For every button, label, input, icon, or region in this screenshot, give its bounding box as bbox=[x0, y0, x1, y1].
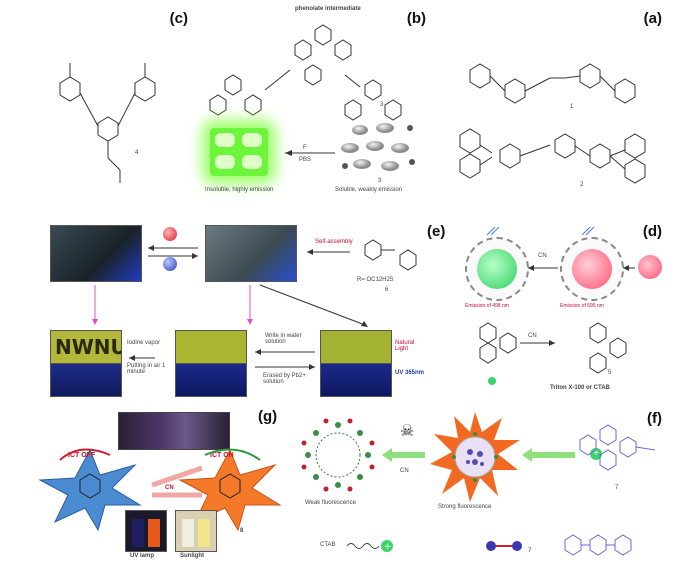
compound-6-number: 6 bbox=[385, 287, 389, 293]
cn-reaction-arrows bbox=[151, 465, 203, 498]
red-cluster bbox=[638, 255, 662, 279]
film-middle-uv bbox=[175, 363, 247, 397]
emission-498-label: Emission of 498 nm bbox=[465, 303, 509, 309]
reaction-arrow-f bbox=[285, 150, 335, 156]
nwnu-film-natural: NWNU bbox=[50, 330, 122, 365]
panel-c: (c) 4 bbox=[40, 0, 190, 200]
red-sphere-reagent bbox=[163, 227, 177, 241]
write-water-label: Write in water solution bbox=[265, 333, 302, 345]
self-assembly-arrow bbox=[307, 249, 350, 255]
natural-light-label: Natural Light bbox=[395, 340, 415, 352]
sem-image-left bbox=[50, 225, 142, 282]
panel-g-label: (g) bbox=[258, 408, 278, 425]
skull-icon: ☠ bbox=[400, 423, 415, 440]
weak-fluorescence-label: Weak fluorescence bbox=[305, 500, 356, 506]
exchange-arrows bbox=[148, 245, 198, 259]
compound-4-number: 4 bbox=[135, 150, 139, 156]
compound-1-number: 1 bbox=[570, 104, 574, 110]
arrow-to-nwnu bbox=[129, 355, 155, 361]
blue-star-ict-off bbox=[38, 448, 142, 532]
write-erase-arrows bbox=[255, 349, 315, 370]
panel-d-label: (d) bbox=[642, 223, 662, 240]
cuvette-sunlight bbox=[175, 510, 217, 552]
compound-7-small-structure bbox=[564, 534, 632, 556]
uv-light-rays bbox=[486, 226, 595, 236]
ctab-plus-icon: + bbox=[590, 448, 602, 460]
erased-label: Erased by Pb2+ solution bbox=[263, 373, 306, 385]
micelle-green bbox=[465, 237, 529, 301]
uv-lamp-label: UV lamp bbox=[130, 553, 155, 559]
compound-8-number: 8 bbox=[240, 528, 244, 534]
ict-on-label: ICT ON bbox=[210, 452, 234, 459]
compound-5-structure bbox=[479, 322, 627, 374]
blue-sphere-reagent bbox=[163, 257, 177, 271]
nwnu-letters: NWNU bbox=[55, 335, 122, 359]
compound-7-legend-icon bbox=[486, 541, 522, 551]
film-right-natural bbox=[320, 330, 392, 365]
tpe-molecules-diagram bbox=[209, 24, 402, 121]
ctab-label: CTAB bbox=[320, 542, 336, 548]
panel-b-label: (b) bbox=[406, 10, 426, 27]
compound-2-number: 2 bbox=[580, 182, 584, 188]
cn-label-g: CN bbox=[165, 485, 174, 491]
caption-insoluble: Insoluble, highly emission bbox=[205, 187, 274, 193]
panel-c-label: (c) bbox=[169, 10, 188, 27]
compound-7-structure bbox=[579, 424, 656, 471]
uv-365-label: UV 365nm bbox=[395, 370, 425, 376]
compound-5-number: 5 bbox=[608, 370, 612, 376]
arrow-pbs-label: PBS bbox=[299, 157, 312, 163]
soluble-particles bbox=[341, 123, 415, 171]
compound-1-structure bbox=[469, 63, 636, 104]
film-middle-natural bbox=[175, 330, 247, 365]
pink-arrows bbox=[92, 284, 368, 327]
panel-e-label: (e) bbox=[427, 223, 446, 240]
green-emission-aggregate bbox=[210, 128, 268, 176]
compound-3-number-bottom: 3 bbox=[378, 178, 382, 184]
iodine-vapor-label: Iodine vapor bbox=[127, 340, 161, 346]
phenolate-intermediate-label: phenolate intermediate bbox=[295, 6, 361, 12]
panel-b: (b) phenolate intermediate 3 F PBS bbox=[195, 0, 430, 200]
nwnu-film-uv bbox=[50, 363, 122, 397]
self-assembly-label: Self-assembly bbox=[315, 239, 353, 245]
emission-595-label: Emission of 595 nm bbox=[560, 303, 604, 309]
green-arrow-left bbox=[382, 448, 425, 462]
micelle-red bbox=[560, 237, 624, 301]
panel-f: (f) Weak fluorescence CN ☠ Strong fluore… bbox=[290, 400, 676, 569]
compound-6-structure bbox=[364, 239, 417, 271]
svg-text:+: + bbox=[384, 542, 392, 552]
cn-label-f: CN bbox=[400, 468, 409, 474]
ctab-legend-icon: + bbox=[346, 540, 393, 552]
panel-d: (d) CN Emission of 498 nm Emission of 59… bbox=[450, 215, 676, 400]
compound-3-number-top: 3 bbox=[380, 102, 384, 108]
ict-off-label: ICT OFF bbox=[68, 452, 96, 459]
strong-fluorescence-label: Strong fluorescence bbox=[438, 504, 492, 510]
panel-f-label: (f) bbox=[647, 410, 662, 427]
compound-7-number-top: 7 bbox=[615, 485, 619, 491]
compound-7-number-bottom: 7 bbox=[528, 548, 532, 554]
reagent-label: Triton X-100 or CTAB bbox=[550, 385, 610, 391]
cn-arrow-label-2: CN bbox=[528, 333, 537, 339]
micelle-arrows bbox=[528, 265, 635, 271]
panel-a-label: (a) bbox=[643, 10, 662, 27]
arrow-cn-label: CN bbox=[538, 253, 547, 259]
strong-fluorescence-burst bbox=[430, 412, 520, 502]
compound-2-structure bbox=[459, 128, 646, 184]
vial-photo bbox=[118, 412, 230, 450]
film-right-uv bbox=[320, 363, 392, 397]
green-dot-product bbox=[488, 377, 496, 385]
cuvette-uv bbox=[125, 510, 167, 552]
caption-soluble: Soluble, weakly emission bbox=[335, 187, 403, 193]
weak-fluorescence-micelle bbox=[301, 418, 375, 492]
arrow-f-label: F bbox=[303, 145, 307, 151]
sem-image-right bbox=[205, 225, 297, 282]
compound-4-structure bbox=[59, 63, 156, 183]
sunlight-label: Sunlight bbox=[180, 553, 204, 559]
ocnumber-label: R= OC12H25 bbox=[357, 277, 394, 283]
panel-a: (a) 1 2 bbox=[430, 0, 676, 200]
panel-g: (g) ICT OFF ICT ON CN 8 UV lamp Sunlight bbox=[30, 400, 285, 569]
putting-in-air-label: Putting in air 1 minute bbox=[127, 363, 166, 375]
red-curve-arrows bbox=[59, 448, 261, 461]
panel-e: (e) Self-assembly R= OC12H25 6 NWNU Iodi… bbox=[35, 215, 445, 400]
green-arrow-right bbox=[522, 448, 575, 462]
